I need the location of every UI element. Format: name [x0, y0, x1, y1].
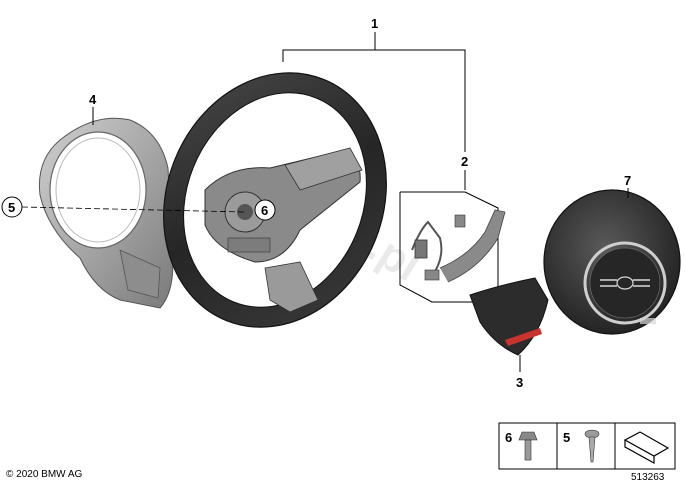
part-7-airbag	[543, 189, 681, 335]
legend-6-label: 6	[505, 430, 512, 445]
callout-6-circled: 6	[254, 199, 276, 221]
callout-3: 3	[516, 375, 523, 390]
mini-logo-icon	[600, 276, 650, 290]
copyright-text: © 2020 BMW AG	[6, 469, 83, 480]
diagram-number: 513263	[631, 472, 665, 483]
legend-5-label: 5	[563, 430, 570, 445]
callout-7: 7	[624, 173, 631, 188]
callout-6: 6	[261, 203, 268, 218]
callout-5-circled: 5	[1, 196, 23, 218]
callout-4: 4	[89, 92, 97, 107]
leader-lines	[21, 32, 629, 372]
callout-2: 2	[461, 154, 468, 169]
callout-5: 5	[8, 200, 15, 215]
screw-icon	[584, 429, 600, 463]
part-2-wiring-harness	[399, 191, 506, 303]
part-3-lower-trim	[469, 277, 549, 356]
bolt-icon	[518, 431, 538, 461]
callout-1: 1	[371, 16, 378, 31]
part-1-steering-wheel	[163, 72, 387, 328]
arrow-icon	[623, 431, 670, 465]
part-4-cover-ring	[38, 117, 174, 309]
hardware-legend: 6 5	[498, 422, 676, 470]
